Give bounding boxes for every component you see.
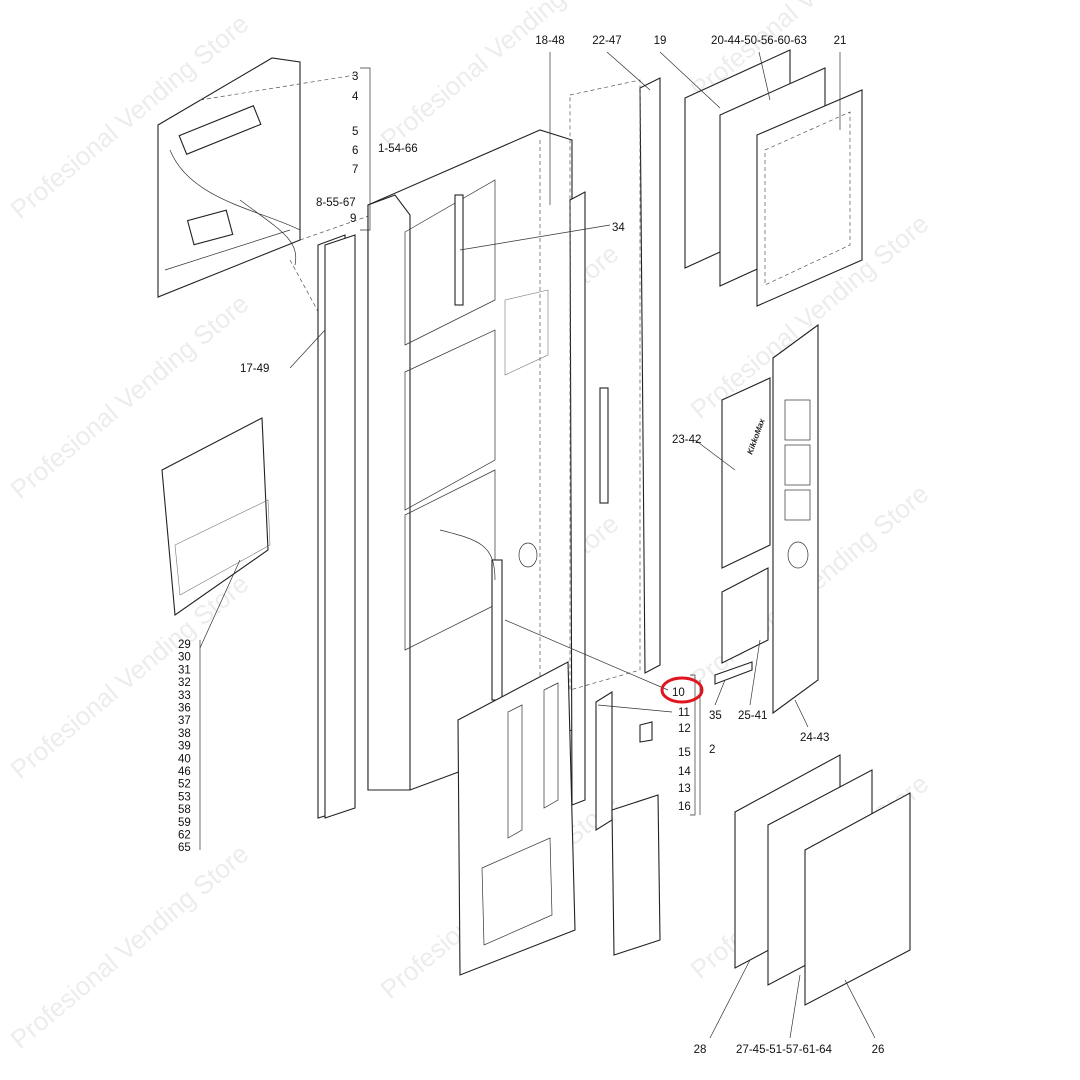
part-label: 31 <box>178 664 191 676</box>
leader-lines <box>199 51 876 1039</box>
main-door-frame <box>367 129 573 791</box>
part-label: 20-44-50-56-60-63 <box>711 35 807 47</box>
part-label: 10 <box>672 687 685 699</box>
part-16-grille <box>611 794 661 956</box>
lower-door-panel <box>457 661 576 976</box>
part-label: 15 <box>678 747 691 759</box>
part-group-label: 1-54-66 <box>378 143 418 155</box>
part-label: 52 <box>178 779 191 791</box>
part-label: 3 <box>352 71 358 83</box>
left-profile-17-49 <box>317 234 356 819</box>
part-label: 36 <box>178 703 191 715</box>
part-label: 38 <box>178 728 191 740</box>
display-panel-25-41 <box>721 567 769 664</box>
part-label: 58 <box>178 804 191 816</box>
part-label: 25-41 <box>738 710 767 722</box>
part-label: 14 <box>678 766 691 778</box>
part-label: 18-48 <box>535 35 564 47</box>
part-label: 40 <box>178 753 191 765</box>
part-35 <box>714 661 753 685</box>
part-11-strip <box>595 691 613 831</box>
part-label: 5 <box>352 126 358 138</box>
part-label: 11 <box>678 707 690 719</box>
front-panel-24-43 <box>772 323 819 715</box>
part-label: 16 <box>678 801 691 813</box>
part-label: 39 <box>178 741 191 753</box>
part-label: 4 <box>352 91 359 103</box>
part-label: 62 <box>178 830 191 842</box>
part-label: 8-55-67 <box>316 197 356 209</box>
part-label: 19 <box>654 35 667 47</box>
cover-bag <box>161 417 269 616</box>
part-label: 9 <box>350 213 356 225</box>
watermark-text: Profesional Vending Store <box>5 568 255 784</box>
highlight-circle-part-10 <box>660 676 704 704</box>
part-label: 29 <box>178 639 191 651</box>
part-label: 12 <box>678 723 691 735</box>
label-panel-23-42 <box>721 377 771 569</box>
part-label: 26 <box>872 1044 885 1056</box>
part-group-label: 2 <box>709 744 715 756</box>
part-label: 21 <box>834 35 847 47</box>
part-label: 33 <box>178 690 191 702</box>
part-label: 6 <box>352 145 358 157</box>
part-label: 28 <box>694 1044 707 1056</box>
profile-22-47 <box>639 77 661 674</box>
watermark-text: Profesional Vending Store <box>5 838 255 1054</box>
glass-26 <box>804 792 911 1006</box>
profile-18-48 <box>569 191 586 806</box>
part-label: 32 <box>178 677 191 689</box>
part-label: 7 <box>352 164 358 176</box>
part-label: 35 <box>709 710 722 722</box>
control-panel-assembly <box>157 57 301 298</box>
part-label: 13 <box>678 783 691 795</box>
part-label: 27-45-51-57-61-64 <box>736 1044 833 1056</box>
part-label: 30 <box>178 652 191 664</box>
part-label: 17-49 <box>240 363 269 375</box>
part-label: 53 <box>178 791 191 803</box>
part-label: 24-43 <box>800 732 829 744</box>
part-label: 22-47 <box>592 35 621 47</box>
part-label: 59 <box>178 817 191 829</box>
part-label: 34 <box>612 222 625 234</box>
part-label: 23-42 <box>672 434 701 446</box>
watermark-text: Profesional Vending Store <box>375 0 625 155</box>
part-label: 46 <box>178 766 191 778</box>
part-label: 37 <box>178 715 191 727</box>
part-label: 65 <box>178 842 191 854</box>
